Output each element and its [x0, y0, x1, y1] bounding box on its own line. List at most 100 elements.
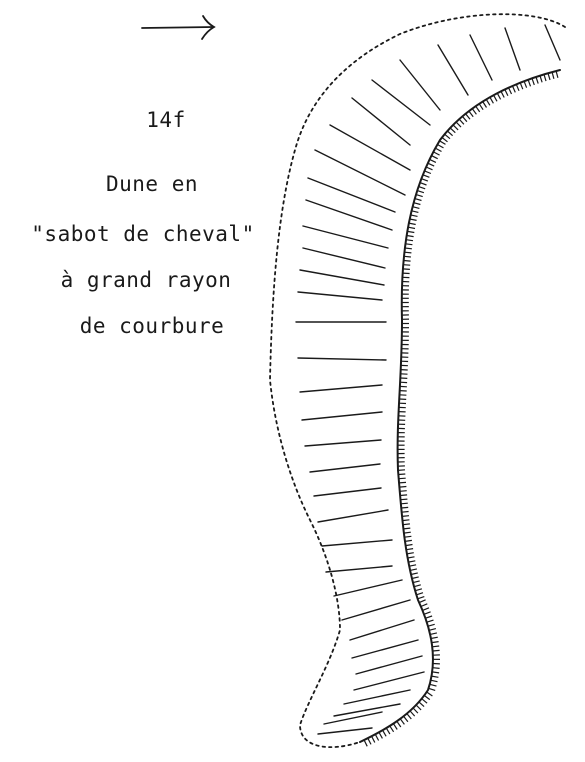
slip-face-tick — [407, 553, 414, 554]
slip-face-tick — [406, 549, 413, 550]
hachure-stroke — [305, 440, 381, 446]
slip-face-tick — [406, 545, 413, 546]
slip-face-tick — [433, 152, 439, 155]
slip-face-tick — [453, 125, 458, 130]
slip-face-tick — [447, 131, 452, 136]
slip-face-tick — [430, 159, 436, 162]
slip-face-tick — [407, 714, 411, 719]
slip-face-tick — [404, 261, 411, 262]
slip-face-tick — [435, 148, 441, 151]
slip-face-tick — [432, 672, 439, 673]
slip-face-tick — [409, 223, 416, 224]
slip-face-tick — [409, 565, 416, 566]
hachure-stroke — [306, 200, 392, 230]
slip-face-tick — [425, 171, 431, 174]
slip-face-tick — [528, 80, 530, 87]
slip-face-tick — [520, 83, 523, 90]
slip-face-tick — [423, 175, 430, 178]
slip-face-tick — [490, 97, 494, 103]
slip-face-tick — [456, 122, 461, 127]
slip-face-tick — [408, 227, 415, 228]
slip-face-tick — [398, 474, 405, 475]
slip-face-tick — [403, 528, 410, 529]
slip-face-tick — [466, 114, 470, 120]
caption-line-2: "sabot de cheval" — [31, 222, 254, 246]
slip-face-tick — [420, 183, 427, 185]
hachure-stroke — [298, 292, 382, 300]
hachure-stroke — [303, 248, 385, 268]
slip-face-tick — [431, 680, 438, 682]
slip-face-tick — [400, 495, 407, 496]
slip-face-tick — [431, 637, 438, 638]
slip-face-tick — [419, 600, 425, 603]
slip-face-tick — [429, 629, 436, 631]
hachure-stroke — [310, 464, 380, 472]
slip-face-tick — [383, 730, 387, 736]
slip-face-edge — [360, 70, 560, 742]
slip-face-tick — [399, 478, 406, 479]
slip-face-tick — [536, 77, 538, 84]
slip-face-tick — [430, 684, 437, 686]
slip-face-tick — [427, 620, 434, 622]
slip-face-tick — [442, 138, 448, 142]
slip-face-tick — [368, 738, 371, 744]
slip-face-tick — [400, 491, 407, 492]
hachure-stroke — [314, 488, 381, 496]
slip-face-tick — [402, 516, 409, 517]
hachure-stroke — [326, 566, 392, 572]
slip-face-tick — [494, 95, 497, 101]
dune-crest-outline — [270, 14, 565, 747]
slip-face-tick — [397, 721, 401, 727]
slip-face-tick — [552, 72, 554, 79]
slip-face-tick — [450, 128, 455, 133]
slip-face-tick — [408, 557, 415, 558]
slip-face-tick — [540, 76, 542, 83]
slip-face-tick — [406, 244, 413, 245]
slip-face-tick — [402, 512, 409, 513]
slip-face-tick — [513, 86, 516, 92]
slip-face-tick — [419, 187, 426, 189]
slip-face-tick — [429, 688, 436, 690]
slip-face-tick — [427, 692, 433, 696]
slip-face-tick — [404, 536, 411, 537]
slip-face-tick — [399, 487, 406, 488]
hachure-stroke — [300, 270, 384, 285]
slip-face-tick — [400, 719, 404, 725]
slip-face-tick — [430, 633, 437, 635]
right-arrow-icon — [142, 16, 214, 39]
slip-face-tick — [431, 156, 437, 159]
slip-face-tick — [403, 524, 410, 525]
slip-face-tick — [497, 93, 500, 99]
slip-face-tick — [509, 88, 512, 94]
slip-face-tick — [432, 646, 439, 647]
hachure-stroke — [303, 226, 388, 248]
slip-face-tick — [416, 195, 423, 197]
hachure-stroke — [545, 25, 560, 60]
hachure-stroke — [344, 690, 410, 704]
hachure-stroke — [298, 358, 386, 360]
slip-face-tick — [462, 116, 467, 121]
hachure-stroke — [352, 640, 418, 658]
slip-face-tick — [423, 608, 430, 611]
slip-face-tick — [476, 106, 480, 112]
hachure-stroke — [334, 580, 402, 596]
slip-face-tick — [516, 84, 519, 91]
caption-line-3: à grand rayon — [61, 268, 232, 292]
slip-face-tick — [407, 236, 414, 237]
hachure-stroke — [400, 60, 440, 110]
slip-face-tick — [411, 573, 418, 575]
slip-face-tick — [445, 134, 450, 139]
slip-face-tick — [426, 616, 433, 618]
slip-face-tick — [375, 734, 378, 740]
slip-face-tick — [390, 726, 394, 732]
slip-face-tick — [404, 716, 408, 722]
slip-face-tick — [428, 624, 435, 626]
slip-face-tick — [410, 219, 417, 220]
slip-face-tick — [433, 650, 440, 651]
slip-face-tick — [403, 269, 410, 270]
slip-face-tick — [407, 231, 414, 232]
hachure-stroke — [342, 600, 410, 620]
slip-face-tick — [402, 520, 409, 521]
